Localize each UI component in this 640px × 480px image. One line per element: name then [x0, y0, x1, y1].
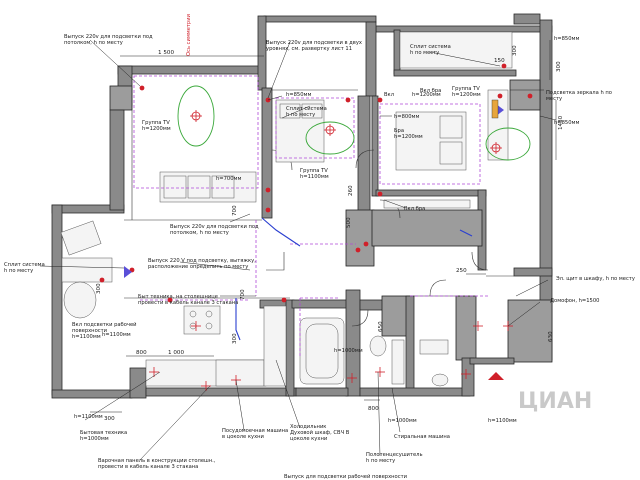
label-h800: h=800мм	[394, 114, 419, 120]
label-sconce: Бра	[394, 128, 404, 134]
label-ceiling-light-1b: потолком, h по месту	[64, 40, 123, 46]
label-h850-b: h=850мм	[554, 120, 579, 126]
dim-1000: 1 000	[168, 350, 184, 356]
dim-300b: 300	[556, 61, 562, 72]
label-hood-light: Выпуск 220 V под подсветку, вытяжку,	[148, 258, 256, 264]
watermark: ЦИАН	[518, 389, 592, 414]
label-work-light-switch-c: h=1100мм	[72, 334, 101, 340]
label-dishwasher-b: в цоколе кухни	[222, 434, 264, 440]
dim-300d: 300	[512, 45, 518, 56]
label-ceiling-light-1: Выпуск 220v для подсветки под	[64, 34, 153, 40]
dim-630: 630	[548, 331, 554, 342]
label-switch: Вкл	[384, 92, 394, 98]
label-tv-group-living-b: h=1200мм	[142, 126, 171, 132]
dim-650: 650	[378, 321, 384, 332]
dim-800b: 800	[368, 406, 379, 412]
dim-700: 700	[232, 205, 238, 216]
electrical-fixtures	[99, 63, 533, 391]
dim-800: 800	[136, 350, 147, 356]
label-work-light-switch: Вкл подсветки рабочей	[72, 321, 137, 328]
label-work-light-outlet: Выпуск для подсветки рабочей поверхности	[284, 473, 407, 480]
label-h850-a: h=850мм	[554, 36, 579, 42]
label-tv-group-bedroom: Группа TV	[452, 86, 480, 92]
label-towel-warmer-b: h по месту	[366, 458, 395, 464]
label-split-top: Сплит система	[410, 44, 451, 50]
annotations: Выпуск 220v для подсветки под потолком, …	[4, 14, 635, 480]
label-electric-panel: Эл. щит в шкафу, h по месту	[556, 276, 635, 282]
dim-700b: 700	[240, 289, 246, 300]
label-two-level-light-b: уровнях, см. развертку лист 11	[266, 46, 352, 52]
label-fridge: Холодильник	[290, 424, 326, 430]
label-symmetry-axis: Ось симметрии	[186, 14, 192, 56]
label-h1000-b: h=1000мм	[388, 418, 417, 424]
label-countertop-appliances-b: провести в кабель канале 3 стакана	[138, 300, 238, 306]
label-fridge-b: Духовой шкаф, СВЧ В	[290, 429, 350, 436]
label-sconce-switch: Вкл бра	[404, 206, 425, 212]
label-intercom: Домофон, h=1500	[550, 298, 599, 304]
label-split-kitchen: Сплит система	[4, 262, 45, 268]
label-tv-group-bedroom1: Группа TV	[300, 168, 328, 174]
label-h700: h=700мм	[216, 176, 241, 182]
label-h1200: h=1200мм	[412, 92, 441, 98]
leader-lines	[39, 39, 557, 461]
lighting-dash-lines	[133, 75, 490, 356]
label-appliances: Бытовая техника	[80, 430, 127, 436]
label-tv-group-living: Группа TV	[142, 120, 170, 126]
furniture	[60, 31, 513, 387]
dim-260: 260	[348, 185, 354, 196]
label-towel-warmer: Полотенцесушитель	[366, 452, 423, 458]
label-appliances-b: h=1000мм	[80, 436, 109, 442]
label-mirror-light: Подсветка зеркала h по	[546, 90, 612, 96]
label-h850-c: h=850мм	[286, 92, 311, 98]
label-split-top-b: h по месту	[410, 50, 439, 56]
walls	[51, 13, 553, 399]
cable-routes	[235, 217, 473, 341]
label-tv-group-bedroom1-b: h=1100мм	[300, 174, 329, 180]
label-hob-b: провести в кабель канале 3 стакана	[98, 464, 198, 470]
dimension-lines	[90, 40, 557, 413]
label-h1100: h=1100мм	[74, 414, 103, 420]
label-mirror-light-b: месту	[546, 96, 562, 102]
label-fridge-c: цоколе кухни	[290, 436, 327, 442]
label-work-light-switch-b: поверхности	[72, 328, 107, 334]
dim-300: 300	[104, 416, 115, 422]
tv-zones	[177, 85, 531, 161]
label-split-bedroom1: Сплит система	[286, 106, 327, 112]
label-countertop-appliances: Быт техника, на столешнице	[138, 294, 218, 300]
label-tv-group-bedroom-b: h=1200мм	[452, 92, 481, 98]
label-split-bedroom1-b: h по месту	[286, 112, 315, 118]
label-h1000-a: h=1000мм	[334, 348, 363, 354]
label-sconce-switch-2: Вкл бра	[420, 88, 441, 94]
dim-1500: 1 500	[158, 50, 174, 56]
label-sconce-b: h=1200мм	[394, 134, 423, 140]
dim-250: 250	[456, 268, 467, 274]
label-split-kitchen-b: h по месту	[4, 268, 33, 274]
label-h1100-c: h=1100мм	[102, 332, 131, 338]
label-ceiling-light-2b: потолком, h по месту	[170, 230, 229, 236]
dim-300c: 300	[96, 283, 102, 294]
label-ceiling-light-2: Выпуск 220v для подсветки под	[170, 224, 259, 230]
label-two-level-light: Выпуск 220v для подсветки в двух	[266, 40, 362, 46]
label-washer: Стиральная машина	[394, 434, 450, 440]
dim-150: 150	[494, 58, 505, 64]
label-hood-light-b: расположение определить по месту	[148, 264, 248, 270]
label-h1100-b: h=1100мм	[488, 418, 517, 424]
label-hob: Варочная панель в конструкции столешн.,	[98, 458, 216, 464]
dim-300e: 300	[232, 333, 238, 344]
label-dishwasher: Посудомоечная машина	[222, 428, 288, 434]
dim-500: 500	[346, 217, 352, 228]
dim-1430: 1430	[558, 115, 564, 130]
